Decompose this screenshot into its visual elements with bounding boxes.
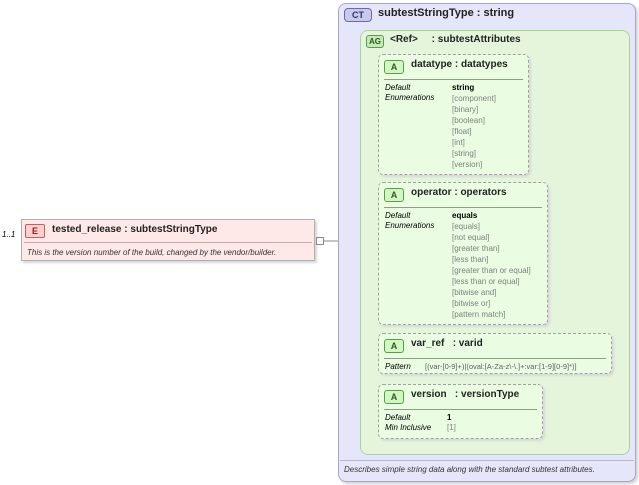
collapse-connector[interactable] — [316, 237, 324, 245]
attribute-datatype[interactable]: A datatype : datatypes Default Enumerati… — [378, 54, 529, 175]
min-inclusive-label: Min Inclusive — [385, 423, 432, 432]
enumeration-value: [pattern match] — [452, 310, 506, 319]
default-label: Default — [385, 413, 411, 422]
attribute-badge: A — [384, 188, 404, 202]
attribute-title: version : versionType — [411, 389, 520, 400]
enumeration-value: [int] — [452, 138, 465, 147]
element-description: This is the version number of the build,… — [27, 248, 277, 257]
enumerations-label: Enumerations — [385, 221, 435, 230]
attribute-operator[interactable]: A operator : operators Default Enumerati… — [378, 182, 548, 325]
default-label: Default — [385, 83, 411, 92]
divider — [384, 409, 537, 410]
attribute-version[interactable]: A version : versionType Default Min Incl… — [378, 384, 543, 439]
enumerations-label: Enumerations — [385, 93, 435, 102]
divider — [384, 358, 606, 359]
attribute-var-ref[interactable]: A var_ref : varid Pattern [(var-[0-9]+)|… — [378, 333, 612, 374]
element-box[interactable] — [21, 219, 315, 261]
attribute-group-title[interactable]: <Ref> : subtestAttributes — [390, 34, 521, 45]
enumeration-list: [equals] [not equal] [greater than] [les… — [452, 221, 531, 320]
enumeration-value: [version] — [452, 160, 483, 169]
enumeration-list: [component] [binary] [boolean] [float] [… — [452, 93, 496, 170]
enumeration-value: [bitwise or] — [452, 299, 491, 308]
min-inclusive-value: [1] — [447, 423, 456, 432]
default-value: string — [452, 83, 475, 92]
attribute-title: var_ref : varid — [411, 338, 483, 349]
complex-type-title[interactable]: subtestStringType : string — [378, 7, 515, 19]
complex-type-description: Describes simple string data along with … — [340, 460, 634, 474]
enumeration-value: [bitwise and] — [452, 288, 497, 297]
default-label: Default — [385, 211, 411, 220]
enumeration-value: [equals] — [452, 222, 481, 231]
attribute-title: datatype : datatypes — [411, 59, 508, 70]
complex-type-badge: CT — [344, 8, 372, 22]
pattern-label: Pattern — [385, 362, 411, 371]
divider — [384, 79, 523, 80]
pattern-value: [(var-[0-9]+)|(oval:[A-Za-z\-\.]+:var:[1… — [425, 362, 577, 371]
enumeration-value: [float] — [452, 127, 472, 136]
attribute-badge: A — [384, 390, 404, 404]
attribute-group-badge: AG — [366, 35, 384, 48]
divider — [24, 242, 312, 243]
enumeration-value: [less than or equal] — [452, 277, 520, 286]
enumeration-value: [greater than] — [452, 244, 500, 253]
default-value: 1 — [447, 413, 452, 422]
enumeration-value: [greater than or equal] — [452, 266, 531, 275]
enumeration-value: [not equal] — [452, 233, 490, 242]
element-badge: E — [25, 224, 45, 238]
enumeration-value: [string] — [452, 149, 477, 158]
enumeration-value: [boolean] — [452, 116, 485, 125]
divider — [384, 207, 542, 208]
attribute-badge: A — [384, 60, 404, 74]
enumeration-value: [binary] — [452, 105, 479, 114]
element-title[interactable]: tested_release : subtestStringType — [52, 224, 218, 235]
enumeration-value: [component] — [452, 94, 497, 103]
default-value: equals — [452, 211, 478, 220]
enumeration-value: [less than] — [452, 255, 489, 264]
attribute-badge: A — [384, 339, 404, 353]
attribute-title: operator : operators — [411, 187, 507, 198]
cardinality-label: 1..1 — [2, 230, 16, 239]
